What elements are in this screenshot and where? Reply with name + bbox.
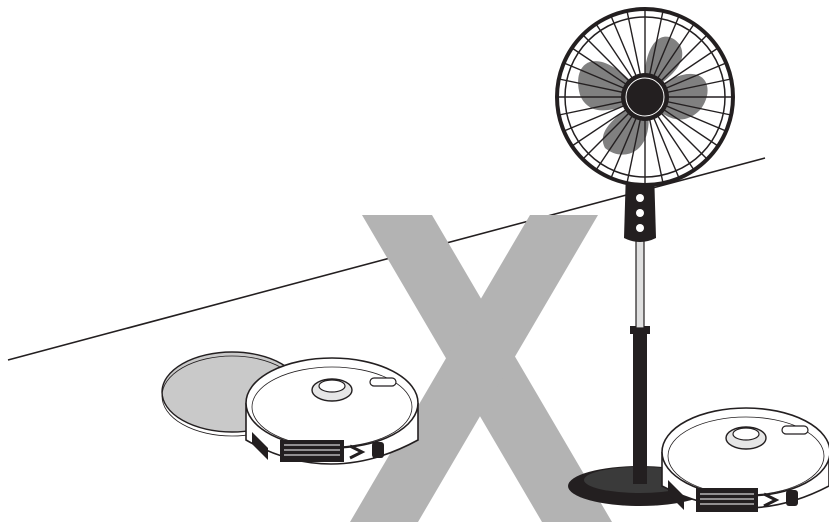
prohibition-x-icon bbox=[350, 215, 612, 522]
robot-vacuum-right-icon bbox=[662, 408, 829, 512]
robot-vacuum-left-icon bbox=[246, 358, 418, 464]
